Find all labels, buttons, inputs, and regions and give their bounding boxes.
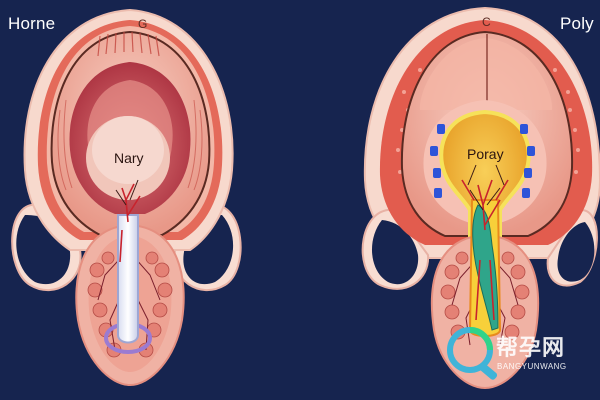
left-organ-label: Nary (114, 150, 144, 166)
left-top-mark: G (138, 17, 148, 31)
watermark-subtext: BANGYUNWANG (497, 362, 567, 371)
watermark-text: 帮孕网 (496, 335, 566, 361)
right-green-polyp (472, 204, 499, 331)
left-corner-label: Horne (8, 14, 56, 33)
right-organ-label: Poray (467, 146, 504, 162)
magnifier-logo-icon (447, 327, 498, 380)
right-anatomy (361, 6, 600, 390)
blue-marker-icon (430, 124, 535, 198)
right-corner-label: Poly (560, 14, 594, 33)
left-anatomy (11, 8, 242, 387)
right-top-mark: C (482, 15, 491, 29)
left-tube (117, 214, 139, 344)
